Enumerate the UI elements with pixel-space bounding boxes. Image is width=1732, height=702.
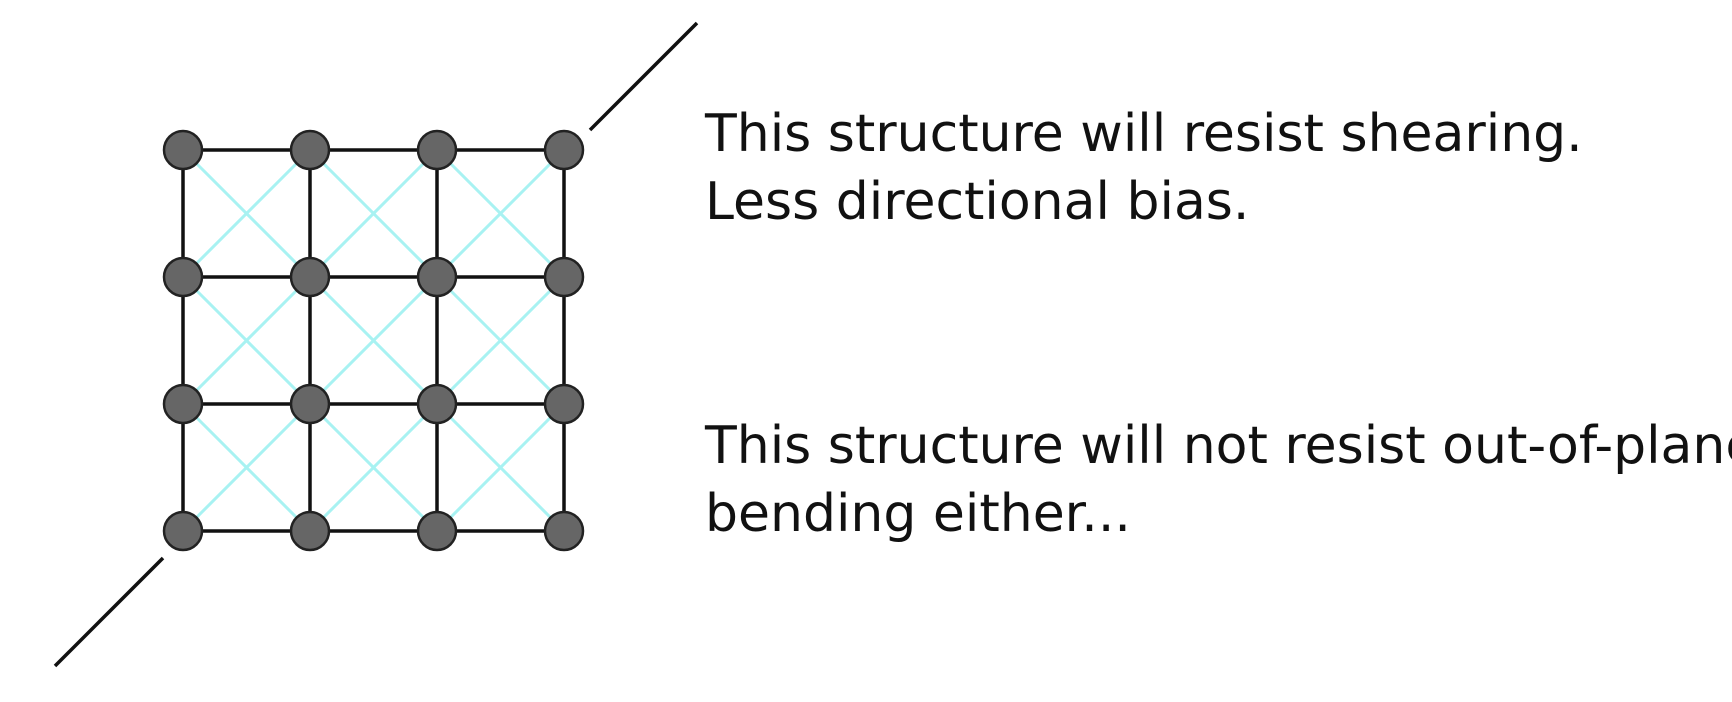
brace-diagonal bbox=[181, 275, 312, 406]
diagonal-braces bbox=[181, 148, 566, 533]
caption-shear-line-2: Less directional bias. bbox=[705, 172, 1250, 232]
joint-node bbox=[416, 383, 458, 425]
joint-node bbox=[162, 383, 204, 425]
caption-shear: This structure will resist shearing. Les… bbox=[705, 100, 1583, 236]
caption-shear-line-1: This structure will resist shearing. bbox=[705, 104, 1583, 164]
joint-node bbox=[543, 510, 585, 552]
brace-diagonal bbox=[435, 275, 566, 406]
joint-node bbox=[416, 510, 458, 552]
brace-diagonal bbox=[181, 402, 312, 533]
joint-node bbox=[543, 256, 585, 298]
joint-node bbox=[289, 129, 331, 171]
joint-node bbox=[416, 129, 458, 171]
brace-diagonal bbox=[308, 402, 439, 533]
joint-nodes bbox=[162, 129, 585, 552]
brace-diagonal bbox=[435, 148, 566, 279]
joint-node bbox=[289, 510, 331, 552]
brace-diagonal bbox=[308, 148, 439, 279]
joint-node bbox=[162, 256, 204, 298]
bending-axis-upper bbox=[588, 21, 699, 132]
joint-node bbox=[289, 383, 331, 425]
frame-members bbox=[181, 148, 566, 533]
joint-node bbox=[162, 510, 204, 552]
joint-node bbox=[543, 383, 585, 425]
caption-bending-line-2: bending either... bbox=[705, 484, 1131, 544]
bending-axis-lower bbox=[53, 556, 165, 668]
caption-bending-line-1: This structure will not resist out-of-pl… bbox=[705, 416, 1732, 476]
brace-diagonal bbox=[308, 275, 439, 406]
bending-axis bbox=[53, 21, 699, 668]
brace-diagonal bbox=[181, 148, 312, 279]
joint-node bbox=[289, 256, 331, 298]
brace-diagonal bbox=[435, 402, 566, 533]
joint-node bbox=[162, 129, 204, 171]
joint-node bbox=[416, 256, 458, 298]
caption-bending: This structure will not resist out-of-pl… bbox=[705, 412, 1732, 548]
joint-node bbox=[543, 129, 585, 171]
